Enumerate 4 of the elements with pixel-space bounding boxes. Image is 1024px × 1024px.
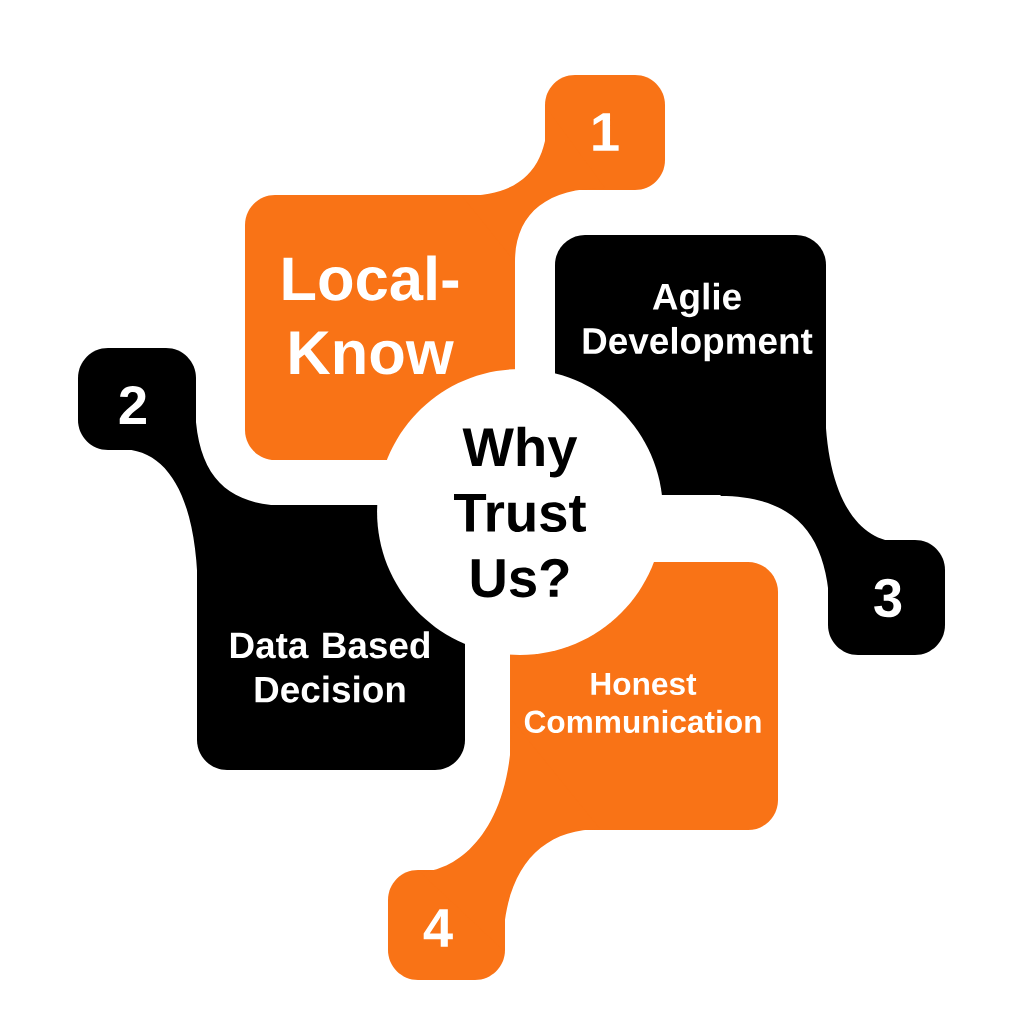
node-label: 3 (874, 578, 902, 618)
node-label: 4 (423, 909, 453, 947)
node-label: 2 (119, 385, 146, 425)
node-label: 1 (593, 113, 619, 151)
